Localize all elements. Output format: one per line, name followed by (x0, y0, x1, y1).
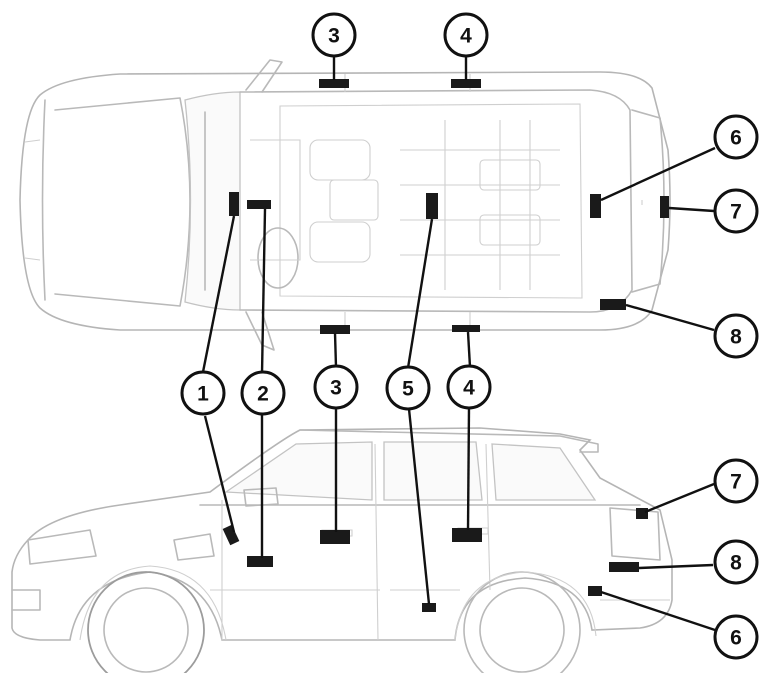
callout-6-top: 6 (713, 114, 759, 160)
callout-6-side-label: 6 (730, 627, 742, 650)
callout-1: 1 (180, 370, 226, 416)
module-5-top (426, 193, 438, 219)
module-1-side (222, 524, 240, 546)
callout-8-top-label: 8 (730, 326, 742, 349)
module-4-top-lower (452, 325, 480, 332)
module-6-top (590, 194, 601, 218)
callout-4-mid: 4 (446, 364, 492, 410)
callout-4-top-label: 4 (460, 25, 472, 48)
vehicle-top-view (19, 59, 671, 351)
module-8-side (609, 562, 639, 572)
leader-lines (201, 57, 716, 632)
callout-8-top: 8 (713, 313, 759, 359)
callout-3-top-label: 3 (328, 25, 340, 48)
callout-2: 2 (240, 370, 286, 416)
module-3-side (320, 530, 350, 544)
callout-7-top: 7 (713, 188, 759, 234)
module-6-side (588, 586, 602, 596)
callout-5: 5 (385, 365, 431, 411)
callout-5-label: 5 (402, 378, 414, 401)
module-4-side (452, 528, 482, 542)
module-5-side (422, 603, 436, 612)
callout-4-mid-label: 4 (463, 377, 475, 400)
modules-top-view (229, 79, 669, 334)
callout-8-side-label: 8 (730, 552, 742, 575)
module-1-top (229, 192, 239, 216)
callouts: 3 4 6 7 8 1 2 3 (180, 12, 759, 660)
callout-3-mid: 3 (313, 364, 359, 410)
callout-3-top: 3 (311, 12, 357, 58)
callout-6-top-label: 6 (730, 127, 742, 150)
callout-1-label: 1 (197, 383, 209, 406)
modules-side-view (222, 508, 648, 612)
module-3-top-lower (320, 325, 350, 334)
callout-7-top-label: 7 (730, 201, 742, 224)
module-2-side (247, 556, 273, 567)
callout-7-side: 7 (713, 458, 759, 504)
callout-4-top: 4 (443, 12, 489, 58)
module-4-top-upper (451, 79, 481, 88)
vehicle-side-view (11, 427, 673, 673)
callout-7-side-label: 7 (730, 471, 742, 494)
module-7-side (636, 508, 648, 519)
callout-6-side: 6 (713, 614, 759, 660)
module-7-top (660, 196, 669, 218)
callout-2-label: 2 (257, 383, 269, 406)
module-3-top-upper (319, 79, 349, 88)
callout-3-mid-label: 3 (330, 377, 342, 400)
module-8-top (600, 299, 626, 310)
module-2-top (247, 200, 271, 209)
callout-8-side: 8 (713, 539, 759, 585)
